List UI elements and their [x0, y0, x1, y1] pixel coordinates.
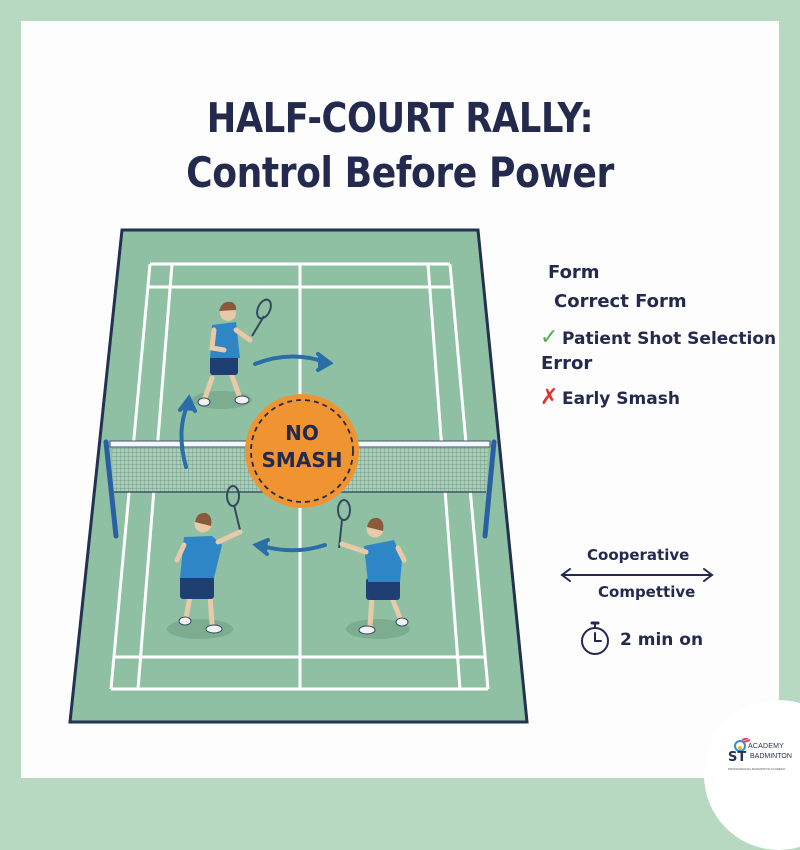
legend-bad-item: ✗Early Smash [540, 385, 680, 410]
logo-tagline: PROFESSIONAL BADMINTON ACADEMY [728, 767, 786, 771]
legend-good-item-label: Patient Shot Selection [562, 329, 777, 349]
net-post-left [103, 439, 119, 539]
cross-icon: ✗ [540, 385, 559, 410]
court-diagram [68, 228, 714, 724]
no-smash-badge [245, 394, 359, 508]
no-smash-badge-text: NO SMASH [245, 420, 359, 474]
timer-label: 2 min on [620, 630, 704, 650]
scale-left-label: Cooperative [587, 546, 690, 564]
legend-error-heading: Error [541, 353, 593, 374]
player-top [197, 298, 272, 407]
academy-logo: ACADEMY ST BADMINTON PROFESSIONAL BADMIN… [728, 736, 792, 776]
double-arrow-icon [560, 568, 714, 582]
badge-line-2: SMASH [261, 448, 343, 472]
badge-line-1: NO [285, 421, 319, 445]
poster-subtitle: Control Before Power [186, 148, 614, 197]
shuttlecock-logo-icon [734, 738, 751, 752]
legend-bad-item-label: Early Smash [562, 389, 680, 409]
poster-title: HALF-COURT RALLY: [206, 94, 594, 142]
legend-correct-form: Correct Form [554, 291, 687, 312]
player-bottom-left [174, 485, 243, 634]
check-icon: ✓ [540, 325, 559, 350]
legend-good-item: ✓Patient Shot Selection [540, 325, 776, 350]
logo-badminton: BADMINTON [750, 753, 792, 760]
scale-right-label: Compettive [598, 583, 696, 601]
net-post-right [482, 439, 497, 539]
stopwatch-icon [581, 621, 609, 655]
legend-form-heading: Form [548, 262, 600, 283]
player-bottom-right [337, 499, 409, 635]
rotation-arrows [178, 352, 334, 556]
logo-st: ST [728, 750, 747, 765]
logo-academy: ACADEMY [748, 743, 785, 750]
